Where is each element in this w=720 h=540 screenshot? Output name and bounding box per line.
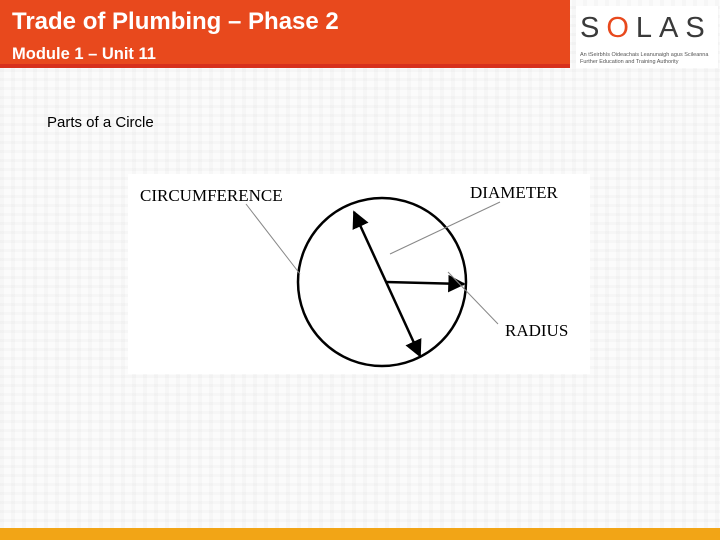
circumference-pointer [245, 203, 301, 275]
diameter-pointer [389, 201, 501, 255]
radius-line [385, 274, 466, 293]
page-title: Trade of Plumbing – Phase 2 [12, 8, 339, 35]
circle-outline [296, 196, 468, 368]
page-subtitle: Module 1 – Unit 11 [12, 45, 156, 63]
header-bar: Trade of Plumbing – Phase 2 Module 1 – U… [0, 0, 570, 68]
circle-diagram: CIRCUMFERENCE DIAMETER RADIUS [128, 174, 590, 374]
header-strip [0, 64, 570, 68]
radius-label: RADIUS [505, 321, 568, 340]
logo-tagline: An tSeirbhís Oideachais Leanunaigh agus … [580, 52, 709, 65]
diameter-label: DIAMETER [470, 183, 558, 202]
radius-pointer [447, 271, 499, 325]
logo-wordmark: SOLAS [580, 12, 712, 44]
circumference-label: CIRCUMFERENCE [140, 186, 283, 205]
slide-heading: Parts of a Circle [47, 114, 154, 131]
footer-bar [0, 528, 720, 540]
solas-logo: SOLAS An tSeirbhís Oideachais Leanunaigh… [576, 6, 718, 68]
diameter-line [352, 210, 422, 358]
